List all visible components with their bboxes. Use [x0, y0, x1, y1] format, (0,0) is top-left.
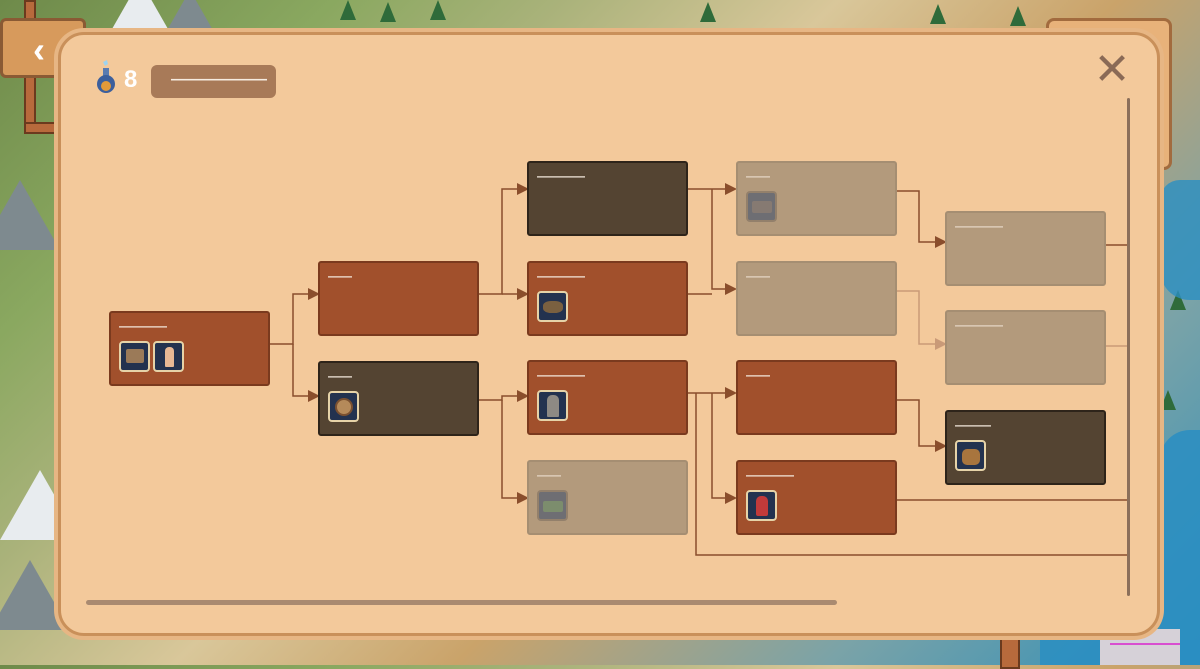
tech-node-label: ———— [537, 368, 585, 382]
link-n3-n7 [501, 400, 529, 504]
tree-title-chip: —————— [151, 65, 276, 98]
tech-node-12[interactable]: ———— [945, 211, 1106, 286]
tech-node-label: —— [746, 269, 770, 283]
tech-node-label: —— [746, 368, 770, 382]
back-chevron-icon: ‹ [33, 29, 45, 70]
cartwheel-icon [328, 391, 359, 422]
tech-node-label: ———— [955, 318, 1003, 332]
link-n2-n4 [479, 183, 529, 295]
tech-node-11[interactable]: ———— [736, 460, 897, 535]
soldier-icon [746, 490, 777, 521]
cauldron-icon [955, 440, 986, 471]
tech-node-8[interactable]: —— [736, 161, 897, 236]
tech-node-label: ——— [955, 418, 991, 432]
tech-node-10[interactable]: —— [736, 360, 897, 435]
vertical-scrollbar[interactable] [1127, 98, 1130, 596]
link-n8-n12 [896, 190, 947, 248]
worker-icon [153, 341, 184, 372]
knight-icon [537, 390, 568, 421]
link-n6-n11 [711, 393, 737, 504]
link-n10-n14 [896, 399, 947, 452]
tech-node-14[interactable]: ——— [945, 410, 1106, 485]
tech-node-1[interactable]: ———— [109, 311, 270, 386]
bricks-icon [119, 341, 150, 372]
tech-node-label: ———— [119, 319, 167, 333]
tech-node-label: ———— [537, 269, 585, 283]
potion-flask-icon [97, 60, 115, 93]
tech-node-2[interactable]: —— [318, 261, 479, 336]
link-n9-n13 [896, 290, 947, 350]
link-n6-bottom [695, 393, 1128, 556]
link-n4-n9 [711, 189, 737, 295]
tech-node-3[interactable]: —— [318, 361, 479, 436]
tech-node-13[interactable]: ———— [945, 310, 1106, 385]
tech-node-label: ———— [955, 219, 1003, 233]
tech-node-label: —— [537, 468, 561, 482]
tech-node-label: ———— [537, 169, 585, 183]
horizontal-scrollbar[interactable] [86, 600, 837, 605]
tech-node-label: —— [328, 369, 352, 383]
ore-cart-icon [537, 291, 568, 322]
tech-node-label: —— [746, 169, 770, 183]
link-n1-n3 [292, 344, 320, 402]
planks-icon [746, 191, 777, 222]
tech-node-6[interactable]: ———— [527, 360, 688, 435]
tech-node-7[interactable]: —— [527, 460, 688, 535]
tech-node-label: ———— [746, 468, 794, 482]
close-x-icon: ✕ [1093, 45, 1131, 94]
close-button[interactable]: ✕ [1092, 48, 1132, 92]
link-n3-n6 [479, 390, 529, 402]
resource-count: 8 [124, 66, 138, 93]
tree-title: —————— [171, 71, 267, 88]
tech-node-4[interactable]: ———— [527, 161, 688, 236]
link-n1-n2 [270, 288, 320, 345]
roof-icon [537, 490, 568, 521]
tech-node-label: —— [328, 269, 352, 283]
tech-node-5[interactable]: ———— [527, 261, 688, 336]
tech-node-9[interactable]: —— [736, 261, 897, 336]
